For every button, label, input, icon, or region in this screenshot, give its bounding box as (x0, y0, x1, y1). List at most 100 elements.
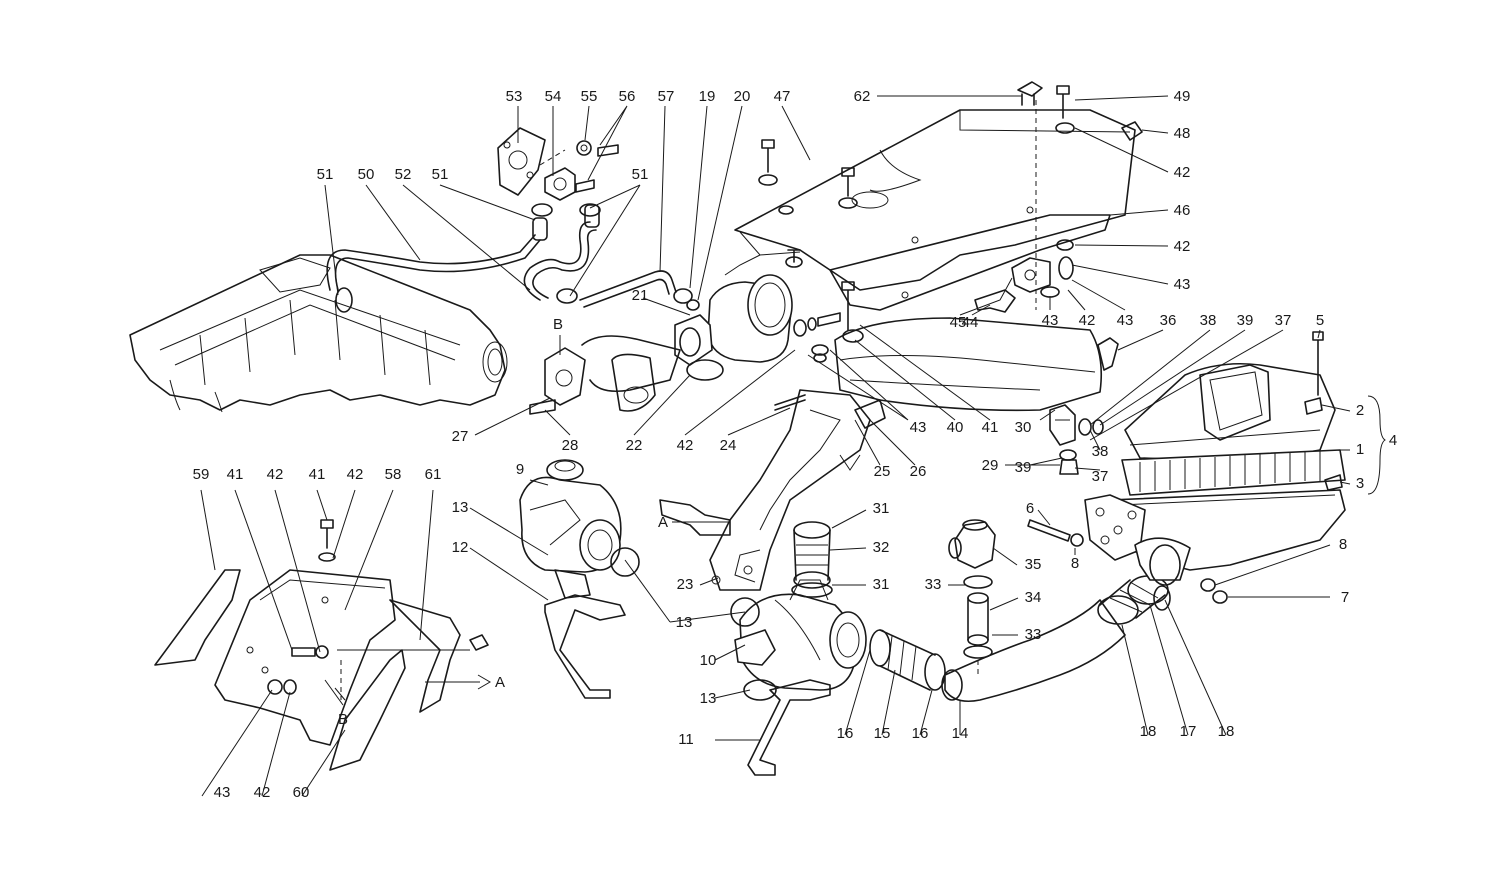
callout-45: 45 (950, 314, 967, 331)
intake-manifold (129, 254, 508, 413)
callout-41: 41 (309, 466, 326, 483)
callout-51: 51 (632, 166, 649, 183)
callout-31: 31 (873, 576, 890, 593)
callout-51: 51 (432, 166, 449, 183)
callout-48: 48 (1174, 125, 1191, 142)
callout-20: 20 (734, 88, 751, 105)
callout-18: 18 (1140, 723, 1157, 740)
shield-plate-46 (829, 214, 1111, 311)
callout-42: 42 (347, 466, 364, 483)
hose-34 (963, 575, 993, 675)
callout-55: 55 (581, 88, 598, 105)
callout-40: 40 (947, 419, 964, 436)
sensor-36 (1097, 337, 1119, 371)
bracket-44 (974, 289, 1016, 313)
leader-lines (200, 95, 1386, 797)
callout-56: 56 (619, 88, 636, 105)
callout-32: 32 (873, 539, 890, 556)
callout-1: 1 (1356, 441, 1364, 458)
support-rod-11 (747, 679, 831, 776)
callout-43: 43 (1174, 276, 1191, 293)
callout-59: 59 (193, 466, 210, 483)
bolt-row-actuator (793, 312, 841, 337)
support-frame (659, 389, 886, 591)
callout-42: 42 (1079, 312, 1096, 329)
air-filter-cover-2 (1124, 362, 1336, 463)
hose-52 (523, 221, 597, 301)
callout-16: 16 (837, 725, 854, 742)
turbocharger-9 (519, 459, 640, 599)
callout-6: 6 (1026, 500, 1034, 517)
turbocharger-10 (730, 579, 867, 701)
callout-43: 43 (214, 784, 231, 801)
callout-8: 8 (1071, 555, 1079, 572)
callout-22: 22 (626, 437, 643, 454)
callout-49: 49 (1174, 88, 1191, 105)
callout-5: 5 (1316, 312, 1324, 329)
air-duct-29 (811, 281, 1103, 412)
callout-41: 41 (227, 466, 244, 483)
callout-57: 57 (658, 88, 675, 105)
callout-28: 28 (562, 437, 579, 454)
callout-19: 19 (699, 88, 716, 105)
callout-47: 47 (774, 88, 791, 105)
callout-43: 43 (910, 419, 927, 436)
callout-16: 16 (912, 725, 929, 742)
screws-55-56 (575, 140, 619, 193)
callout-33: 33 (925, 576, 942, 593)
callout-17: 17 (1180, 723, 1197, 740)
callout-46: 46 (1174, 202, 1191, 219)
callout-12: 12 (452, 539, 469, 556)
callout-34: 34 (1025, 589, 1042, 606)
intake-pipe-14 (941, 599, 1126, 703)
filter-housing-3 (1084, 331, 1346, 586)
callout-60: 60 (293, 784, 310, 801)
hose-32 (791, 521, 833, 598)
valve-35 (948, 519, 996, 569)
callout-39: 39 (1237, 312, 1254, 329)
bracket-45 (1011, 256, 1074, 298)
wastegate-valve-21 (674, 274, 793, 381)
callout-3: 3 (1356, 475, 1364, 492)
clamps-51 (335, 203, 601, 313)
callout-13: 13 (452, 499, 469, 516)
callout-42: 42 (267, 466, 284, 483)
callout-A: A (658, 514, 668, 531)
callout-10: 10 (700, 652, 717, 669)
bracket-60 (329, 649, 406, 771)
filter-element-1 (1121, 449, 1346, 496)
flange-53 (497, 127, 546, 196)
callout-42: 42 (1174, 164, 1191, 181)
callout-labels: 53 54 55 56 57 19 20 47 62 49 48 42 46 4… (193, 88, 1398, 801)
bolt-6 (1027, 519, 1084, 547)
callout-53: 53 (506, 88, 523, 105)
callout-24: 24 (720, 437, 737, 454)
callout-2: 2 (1356, 402, 1364, 419)
callout-35: 35 (1025, 556, 1042, 573)
callout-13: 13 (700, 690, 717, 707)
callout-11: 11 (678, 731, 694, 748)
callout-B: B (553, 316, 563, 333)
fitting-54 (539, 149, 576, 201)
callout-14: 14 (952, 725, 969, 742)
callout-61: 61 (425, 466, 442, 483)
callout-30: 30 (1015, 419, 1032, 436)
support-rod-12 (544, 594, 626, 699)
exhaust-pipe (529, 335, 681, 415)
callout-41: 41 (982, 419, 999, 436)
callout-29: 29 (982, 457, 999, 474)
callout-4: 4 (1389, 432, 1397, 449)
callout-42: 42 (677, 437, 694, 454)
callout-54: 54 (545, 88, 562, 105)
callout-38: 38 (1200, 312, 1217, 329)
callout-42: 42 (1174, 238, 1191, 255)
callout-43: 43 (1042, 312, 1059, 329)
callout-18: 18 (1218, 723, 1235, 740)
callout-50: 50 (358, 166, 375, 183)
hose-50 (326, 234, 541, 291)
callout-51: 51 (317, 166, 334, 183)
callout-37: 37 (1092, 468, 1109, 485)
callout-36: 36 (1160, 312, 1177, 329)
callout-27: 27 (452, 428, 469, 445)
